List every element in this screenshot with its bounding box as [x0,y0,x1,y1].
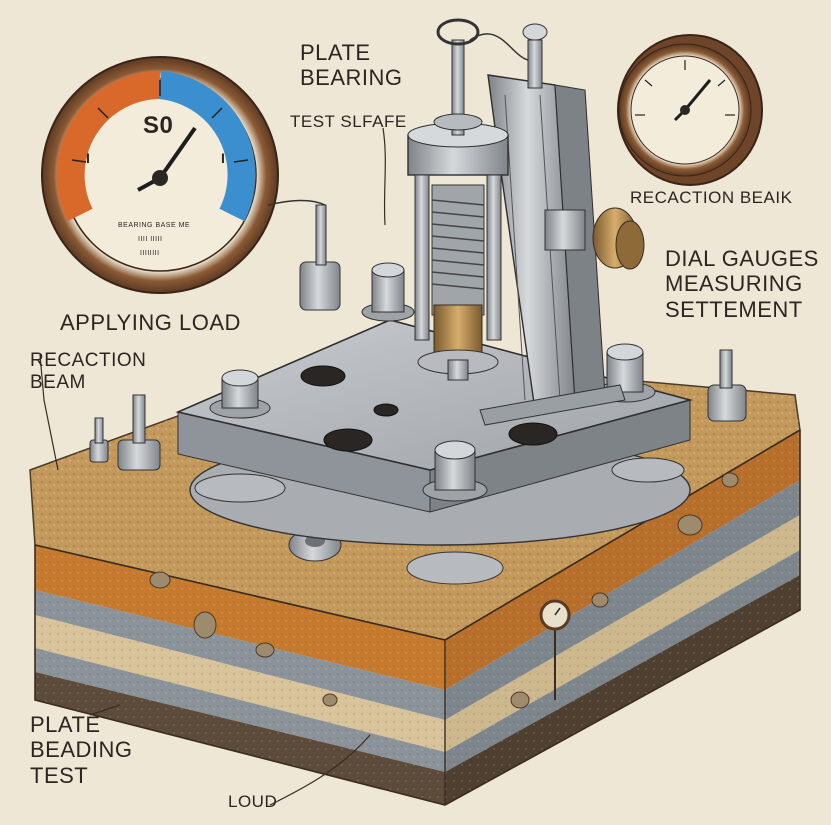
hydraulic-jack [407,18,548,381]
test-surface-label: TEST SLFAFE [290,112,407,131]
leader-lines [39,127,386,806]
dial-gauges-label: DIAL GAUGES MEASURING SETTEMENT [665,246,819,322]
right-dial-gauge [617,34,763,186]
left-gauge-tick-left: I [86,150,91,166]
left-pressure-gauge [41,56,279,294]
left-gauge-fine-print-3: IIIIIIII [140,250,160,257]
plate-bearing-label: PLATE BEARING [300,40,403,91]
anchor-studs [89,204,747,562]
soil-settlement-probe [539,599,571,700]
recaction-beaik-label: RECACTION BEAIK [630,188,793,207]
left-gauge-tick-right: I [221,150,226,166]
recaction-beam-label: RECACTION BEAM [30,350,147,393]
left-gauge-fine-print-2: IIII IIIII [138,236,163,243]
left-gauge-stem [267,199,326,206]
left-gauge-fine-print-1: BEARING BASE ME [118,222,191,229]
plate-beading-test-label: PLATE BEADING TEST [30,712,133,788]
loud-label: LOUD [228,792,278,811]
frame-dial-gauge [544,207,645,270]
left-gauge-reading: S0 [143,112,174,139]
plate-bolts [209,262,656,502]
applying-load-label: APPLYING LOAD [60,310,241,335]
